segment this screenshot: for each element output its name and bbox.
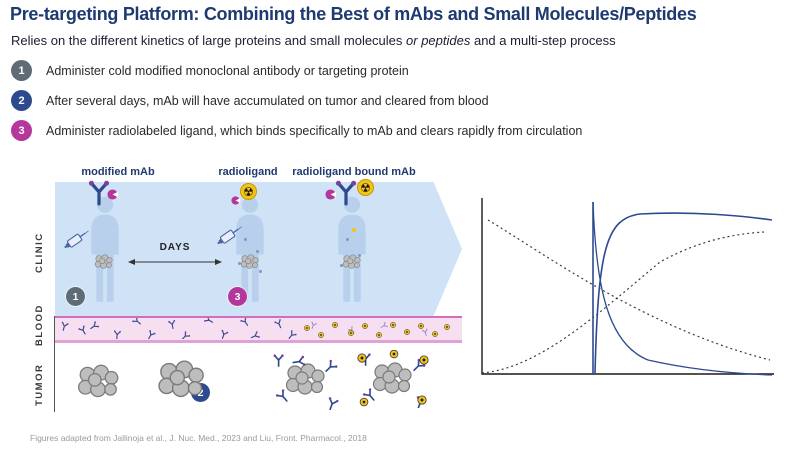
particle-fleck	[244, 238, 247, 241]
days-interval: DAYS	[125, 242, 225, 272]
row-axis-rule	[54, 316, 55, 412]
diagram-marker-3: 3	[228, 287, 247, 306]
particle-fleck	[256, 250, 259, 253]
person-icon	[338, 196, 366, 302]
step-1-text: Administer cold modified monoclonal anti…	[46, 63, 409, 78]
step-2-row: 2 After several days, mAb will have accu…	[11, 90, 582, 111]
subtitle: Relies on the different kinetics of larg…	[11, 33, 616, 48]
days-arrow-icon	[128, 259, 222, 265]
person-icon	[91, 196, 119, 302]
radiation-icon: ☢	[357, 179, 374, 196]
step-2-badge: 2	[11, 90, 32, 111]
steps-list: 1 Administer cold modified monoclonal an…	[11, 60, 582, 150]
radioligand-tumor-curve	[594, 212, 773, 375]
radioligand-fleck	[352, 228, 356, 232]
blood-band-scatter	[59, 314, 451, 343]
particle-fleck	[346, 238, 349, 241]
mab-blood-curve	[487, 219, 771, 361]
tumor-in-body-icon	[94, 254, 113, 269]
footnote-citation: Figures adapted from Jallinoja et al., J…	[30, 433, 367, 443]
radioligand-blood-curve	[592, 201, 773, 376]
tumor-cluster-icon	[158, 360, 204, 398]
particle-fleck	[358, 254, 361, 257]
tumor-cluster-radioligand-bound-icon	[357, 350, 429, 408]
chart-axes	[481, 198, 774, 375]
subtitle-prefix: Relies on the different kinetics of larg…	[11, 33, 407, 48]
step-2-text: After several days, mAb will have accumu…	[46, 93, 489, 108]
step-3-row: 3 Administer radiolabeled ligand, which …	[11, 120, 582, 141]
page-title: Pre-targeting Platform: Combining the Be…	[10, 4, 697, 24]
column-label-radioligand: radioligand	[218, 166, 278, 178]
mab-tumor-curve	[481, 231, 765, 374]
kinetics-chart	[470, 192, 782, 392]
row-label-blood: BLOOD	[34, 304, 45, 346]
ligand-pacman-icon	[325, 189, 336, 200]
particle-fleck	[259, 270, 262, 273]
particle-fleck	[238, 262, 241, 265]
subtitle-suffix: and a multi-step process	[470, 33, 616, 48]
pretargeting-diagram: modified mAb radioligand radioligand bou…	[28, 166, 468, 424]
step-1-badge: 1	[11, 60, 32, 81]
column-label-radioligand-bound-mab: radioligand bound mAb	[292, 166, 416, 178]
tumor-cluster-icon	[77, 364, 119, 398]
subtitle-italic: or peptides	[406, 33, 471, 48]
antibody-icon	[334, 180, 358, 206]
step-1-row: 1 Administer cold modified monoclonal an…	[11, 60, 582, 81]
tumor-in-body-icon	[240, 254, 259, 269]
days-label: DAYS	[159, 242, 191, 253]
kinetics-chart-canvas	[481, 198, 774, 376]
column-label-modified-mab: modified mAb	[81, 166, 155, 178]
radiation-icon: ☢	[240, 183, 257, 200]
row-label-tumor: TUMOR	[34, 363, 45, 407]
diagram-marker-1: 1	[66, 287, 85, 306]
step-3-badge: 3	[11, 120, 32, 141]
step-3-text: Administer radiolabeled ligand, which bi…	[46, 123, 583, 138]
ligand-pacman-icon	[231, 196, 240, 205]
tumor-cluster-mab-bound-icon	[272, 353, 340, 410]
row-label-clinic: CLINIC	[34, 232, 45, 274]
blood-compartment-band	[55, 314, 462, 343]
particle-fleck	[340, 264, 343, 267]
ligand-pacman-icon	[107, 189, 118, 200]
